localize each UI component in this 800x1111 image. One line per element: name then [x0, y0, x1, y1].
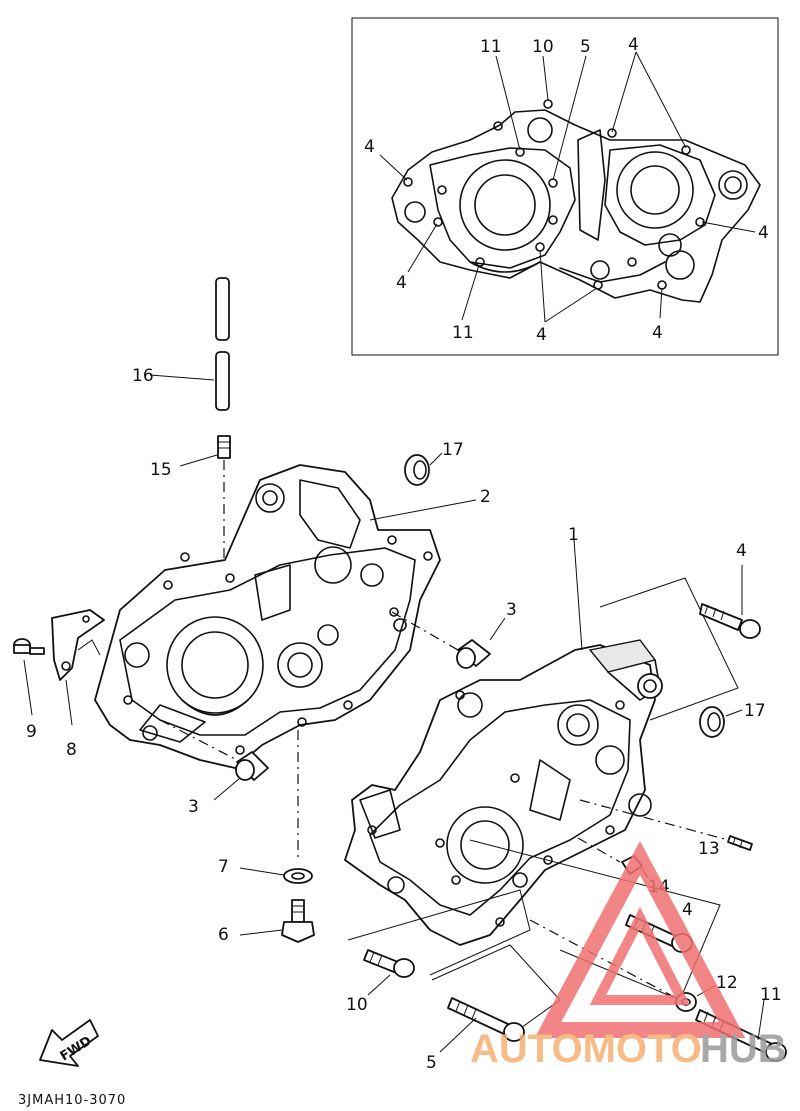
- callout-4-upper: 4: [736, 541, 747, 561]
- collar-3-upper: 3: [391, 600, 517, 669]
- callout-3-lower: 3: [188, 797, 199, 817]
- plate-8: 8: [51, 609, 105, 760]
- callout-3-upper: 3: [506, 600, 517, 620]
- bolt-5: 5: [426, 944, 561, 1073]
- washer-7: 7: [218, 730, 313, 884]
- callout-16: 16: [132, 366, 154, 386]
- bolt-9: 9: [13, 638, 45, 742]
- crankcase-right-1: 1: [344, 525, 663, 946]
- fwd-arrow: FWD: [39, 1019, 99, 1067]
- inset-callout-11-top: 11: [480, 37, 502, 57]
- inset-callout-4-lower-left: 4: [396, 273, 407, 293]
- crankcase-left-2: 2: [94, 464, 491, 769]
- callout-13: 13: [698, 839, 720, 859]
- collar-3-lower: 3: [159, 719, 269, 817]
- inset-callout-4-bottom-right: 4: [652, 323, 663, 343]
- watermark-text-automoto: AUTOMOTO: [470, 1027, 702, 1071]
- screw-13: 13: [579, 799, 753, 859]
- dowel-pin-16: 16: [132, 277, 230, 411]
- diagram-part-code: 3JMAH10-3070: [18, 1093, 126, 1108]
- inset-callout-4-right: 4: [758, 223, 769, 243]
- callout-2: 2: [480, 487, 491, 507]
- right-case-bolt-holes: [367, 690, 625, 927]
- callout-8: 8: [66, 740, 77, 760]
- callout-12: 12: [716, 973, 738, 993]
- inset-frame: [351, 17, 779, 356]
- oil-seal-17-right: 17: [699, 701, 766, 738]
- callout-4-lower: 4: [682, 900, 693, 920]
- inset-view: 11 10 5 4 4 4 4 11 4 4: [351, 17, 779, 356]
- inset-callout-5: 5: [580, 37, 591, 57]
- callout-17-right: 17: [744, 701, 766, 721]
- callout-15: 15: [150, 460, 172, 480]
- inset-callout-4-top: 4: [628, 35, 639, 55]
- nipple-15: 15: [150, 435, 231, 560]
- oil-seal-17-top: 17: [404, 440, 464, 486]
- callout-11: 11: [760, 985, 782, 1005]
- callout-1: 1: [568, 525, 579, 545]
- bolt-10: 10: [346, 889, 531, 1015]
- inset-callout-11-bottom: 11: [452, 323, 474, 343]
- callout-7: 7: [218, 857, 229, 877]
- watermark-text-hub: HUB: [700, 1027, 787, 1071]
- inset-callout-4-left: 4: [364, 137, 375, 157]
- bolt-4-upper: 4: [599, 541, 761, 721]
- inset-bolt-holes: [403, 99, 705, 290]
- inset-callout-10: 10: [532, 37, 554, 57]
- callout-9: 9: [26, 722, 37, 742]
- inset-callout-4-bottom: 4: [536, 325, 547, 345]
- left-case-bolt-holes: [123, 535, 433, 755]
- callout-10: 10: [346, 995, 368, 1015]
- callout-5: 5: [426, 1053, 437, 1073]
- drain-bolt-6: 6: [218, 899, 315, 945]
- watermark-logo: AUTOMOTO HUB: [470, 841, 787, 1071]
- inset-leaders: [379, 51, 756, 323]
- callout-17-top: 17: [442, 440, 464, 460]
- callout-6: 6: [218, 925, 229, 945]
